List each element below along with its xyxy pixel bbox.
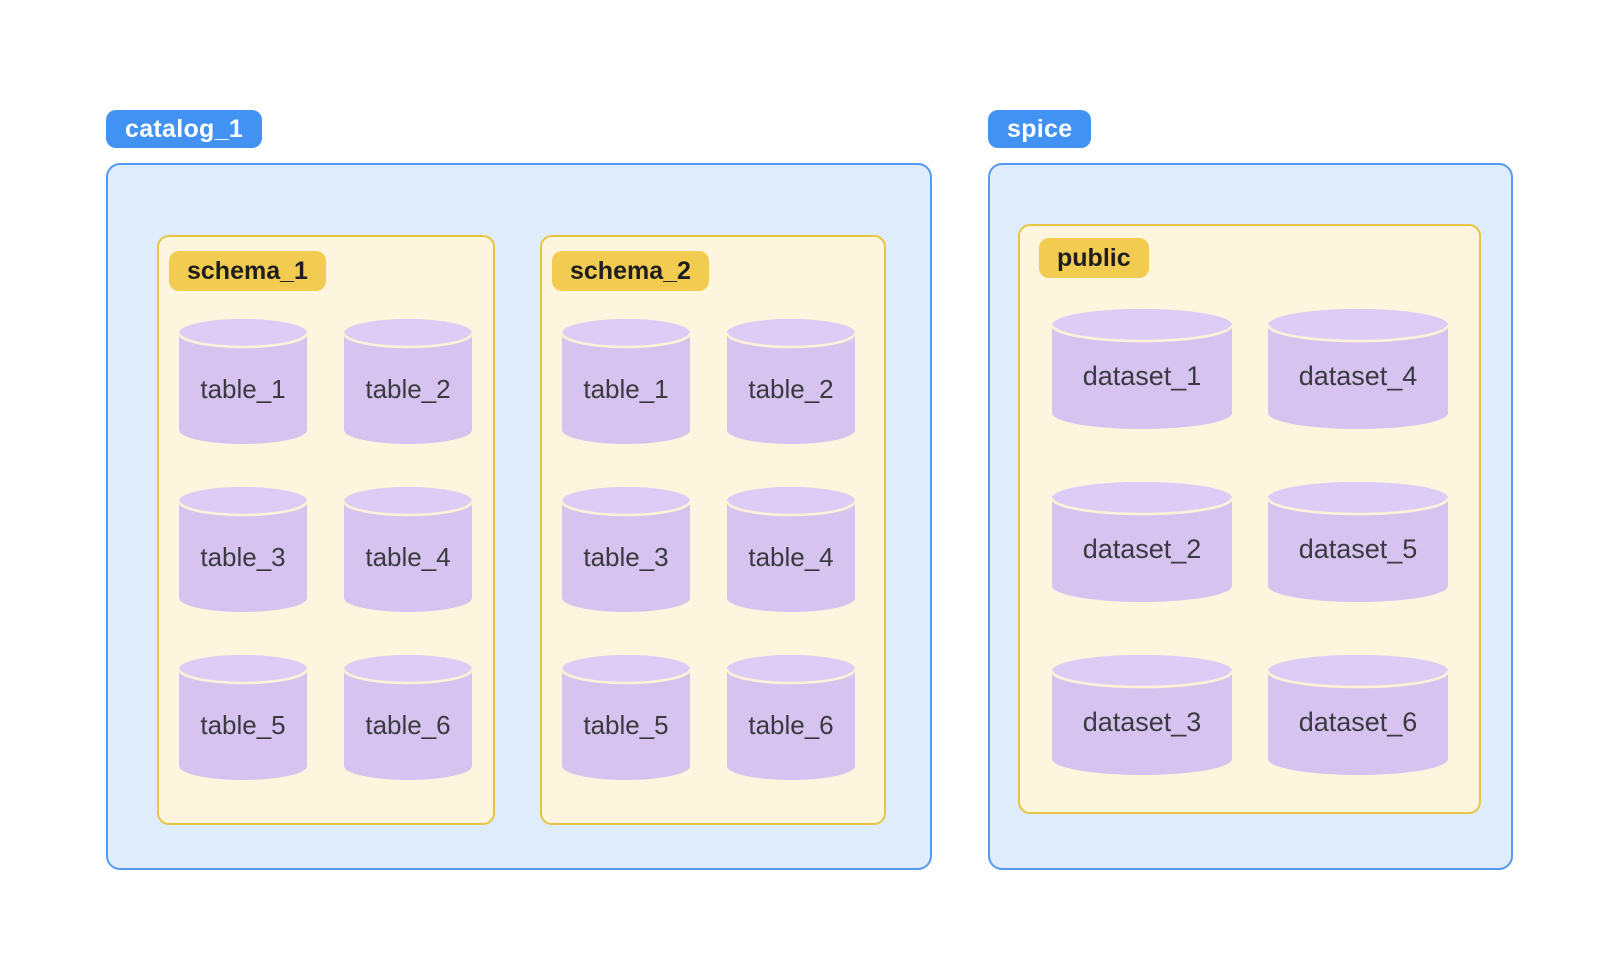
table-label: table_4 [365,541,451,572]
database-cylinder-icon [342,655,474,780]
table-label: table_6 [748,709,834,740]
table-cylinder: table_6 [725,655,857,780]
dataset-cylinder: dataset_5 [1266,482,1450,602]
table-label: table_1 [200,373,286,404]
table-label: table_3 [200,541,286,572]
table-cylinder: table_6 [342,655,474,780]
table-label: table_5 [200,709,286,740]
dataset-cylinder: dataset_6 [1266,655,1450,775]
database-cylinder-icon [1050,655,1234,775]
database-cylinder-icon [560,655,692,780]
database-cylinder-icon [1050,482,1234,602]
dataset-label: dataset_4 [1298,361,1418,391]
table-label: table_3 [583,541,669,572]
public-badge: public [1039,238,1149,278]
spice-badge: spice [988,110,1092,148]
database-cylinder-icon [342,487,474,612]
table-cylinder: table_1 [177,319,309,444]
table-cylinder: table_4 [725,487,857,612]
table-label: table_5 [583,709,669,740]
spice-container: public dataset_1 datas [988,163,1513,870]
database-cylinder-icon [1050,309,1234,429]
table-cylinder: table_1 [560,319,692,444]
database-cylinder-icon [725,487,857,612]
table-cylinder: table_3 [560,487,692,612]
table-label: table_6 [365,709,451,740]
schema-box-2: schema_2 table_1 table [540,235,886,825]
database-cylinder-icon [177,319,309,444]
public-schema-box: public dataset_1 datas [1018,224,1481,814]
dataset-cylinder: dataset_2 [1050,482,1234,602]
database-cylinder-icon [177,655,309,780]
database-cylinder-icon [342,319,474,444]
database-cylinder-icon [1266,655,1450,775]
table-label: table_2 [365,373,451,404]
dataset-label: dataset_5 [1298,534,1418,564]
database-cylinder-icon [560,487,692,612]
database-cylinder-icon [1266,309,1450,429]
table-cylinder: table_3 [177,487,309,612]
table-cylinder: table_2 [342,319,474,444]
dataset-cylinder: dataset_1 [1050,309,1234,429]
public-dataset-grid: dataset_1 dataset_4 [1050,309,1450,775]
database-cylinder-icon [1266,482,1450,602]
catalog-container: schema_1 table_1 table [106,163,932,870]
table-label: table_2 [748,373,834,404]
table-cylinder: table_2 [725,319,857,444]
database-cylinder-icon [725,319,857,444]
schema-1-badge: schema_1 [169,251,326,291]
database-cylinder-icon [725,655,857,780]
dataset-cylinder: dataset_4 [1266,309,1450,429]
schema-2-badge: schema_2 [552,251,709,291]
database-cylinder-icon [177,487,309,612]
database-cylinder-icon [560,319,692,444]
schema-2-table-grid: table_1 table_2 tabl [560,319,857,780]
schema-1-table-grid: table_1 table_2 tabl [177,319,474,780]
table-label: table_4 [748,541,834,572]
dataset-label: dataset_6 [1298,707,1418,737]
table-label: table_1 [583,373,669,404]
table-cylinder: table_5 [177,655,309,780]
dataset-label: dataset_1 [1082,361,1202,391]
dataset-label: dataset_2 [1082,534,1202,564]
table-cylinder: table_4 [342,487,474,612]
schema-box-1: schema_1 table_1 table [157,235,495,825]
dataset-label: dataset_3 [1082,707,1202,737]
catalog-badge: catalog_1 [106,110,263,148]
dataset-cylinder: dataset_3 [1050,655,1234,775]
table-cylinder: table_5 [560,655,692,780]
